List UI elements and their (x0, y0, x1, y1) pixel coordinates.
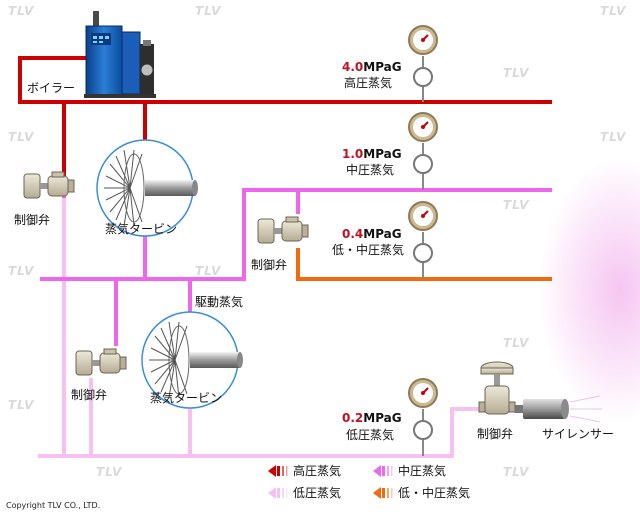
pressure-gauge-medium (408, 112, 438, 174)
steam-turbine-1 (96, 139, 198, 237)
silencer (515, 395, 602, 423)
legend-arrow-medium (373, 465, 393, 477)
watermark: TLV (8, 4, 35, 18)
legend-arrow-low (268, 487, 288, 499)
control-valve-1 (23, 171, 75, 199)
watermark: TLV (503, 66, 530, 80)
copyright-text: Copyright TLV CO., LTD. (6, 501, 101, 510)
lp-to-silencer (450, 407, 488, 458)
high-pressure-lines (18, 56, 552, 176)
gauge-medium-value: 1.0MPaG (342, 147, 402, 161)
control-valve-4-label: 制御弁 (477, 427, 514, 441)
watermark: TLV (8, 398, 35, 412)
gauge-low-medium-value: 0.4MPaG (342, 227, 402, 241)
legend-medium-pressure: 中圧蒸気 (398, 464, 447, 478)
legend-low-pressure: 低圧蒸気 (293, 486, 342, 500)
watermark: TLV (503, 198, 530, 212)
control-valve-4 (478, 361, 516, 415)
pressure-gauge-high (408, 25, 438, 87)
watermark: TLV (8, 130, 35, 144)
watermark: TLV (503, 465, 530, 479)
steam-turbine-2 (141, 311, 243, 409)
watermark: TLV (600, 130, 627, 144)
pressure-gauge-low (408, 378, 438, 440)
gauge-high-value: 4.0MPaG (342, 60, 402, 74)
gauge-high-name: 高圧蒸気 (344, 76, 393, 90)
legend-arrows (268, 465, 393, 499)
gauge-medium-name: 中圧蒸気 (346, 163, 395, 177)
gauge-low-name: 低圧蒸気 (346, 428, 395, 442)
legend-high-pressure: 高圧蒸気 (293, 464, 342, 478)
mp-header (40, 188, 552, 281)
legend-arrow-low-medium (373, 487, 393, 499)
control-valve-3-label: 制御弁 (71, 388, 108, 402)
silencer-label: サイレンサー (542, 427, 615, 441)
watermark: TLV (195, 4, 222, 18)
legend-low-medium-pressure: 低・中圧蒸気 (398, 486, 471, 500)
control-valve-1-label: 制御弁 (14, 213, 51, 227)
legend-arrow-high (268, 465, 288, 477)
boiler-label: ボイラー (27, 81, 76, 95)
drive-steam-label: 駆動蒸気 (195, 295, 244, 309)
boiler (84, 11, 156, 98)
watermark: TLV (96, 465, 123, 479)
low-pressure-lines (38, 196, 488, 458)
hp-header (18, 56, 552, 104)
turbine-2-label: 蒸気タービン (150, 391, 223, 405)
control-valve-3 (75, 348, 127, 376)
control-valve-2 (257, 216, 309, 244)
watermark: TLV (195, 264, 222, 278)
pressure-gauge-low-medium (408, 201, 438, 263)
low-medium-pressure-line (296, 248, 552, 281)
gauge-low-medium-name: 低・中圧蒸気 (332, 243, 405, 257)
watermark: TLV (8, 264, 35, 278)
control-valve-2-label: 制御弁 (251, 258, 288, 272)
watermark: TLV (600, 4, 627, 18)
gauge-low-value: 0.2MPaG (342, 411, 402, 425)
turbine-1-label: 蒸気タービン (105, 222, 178, 236)
watermark: TLV (503, 336, 530, 350)
